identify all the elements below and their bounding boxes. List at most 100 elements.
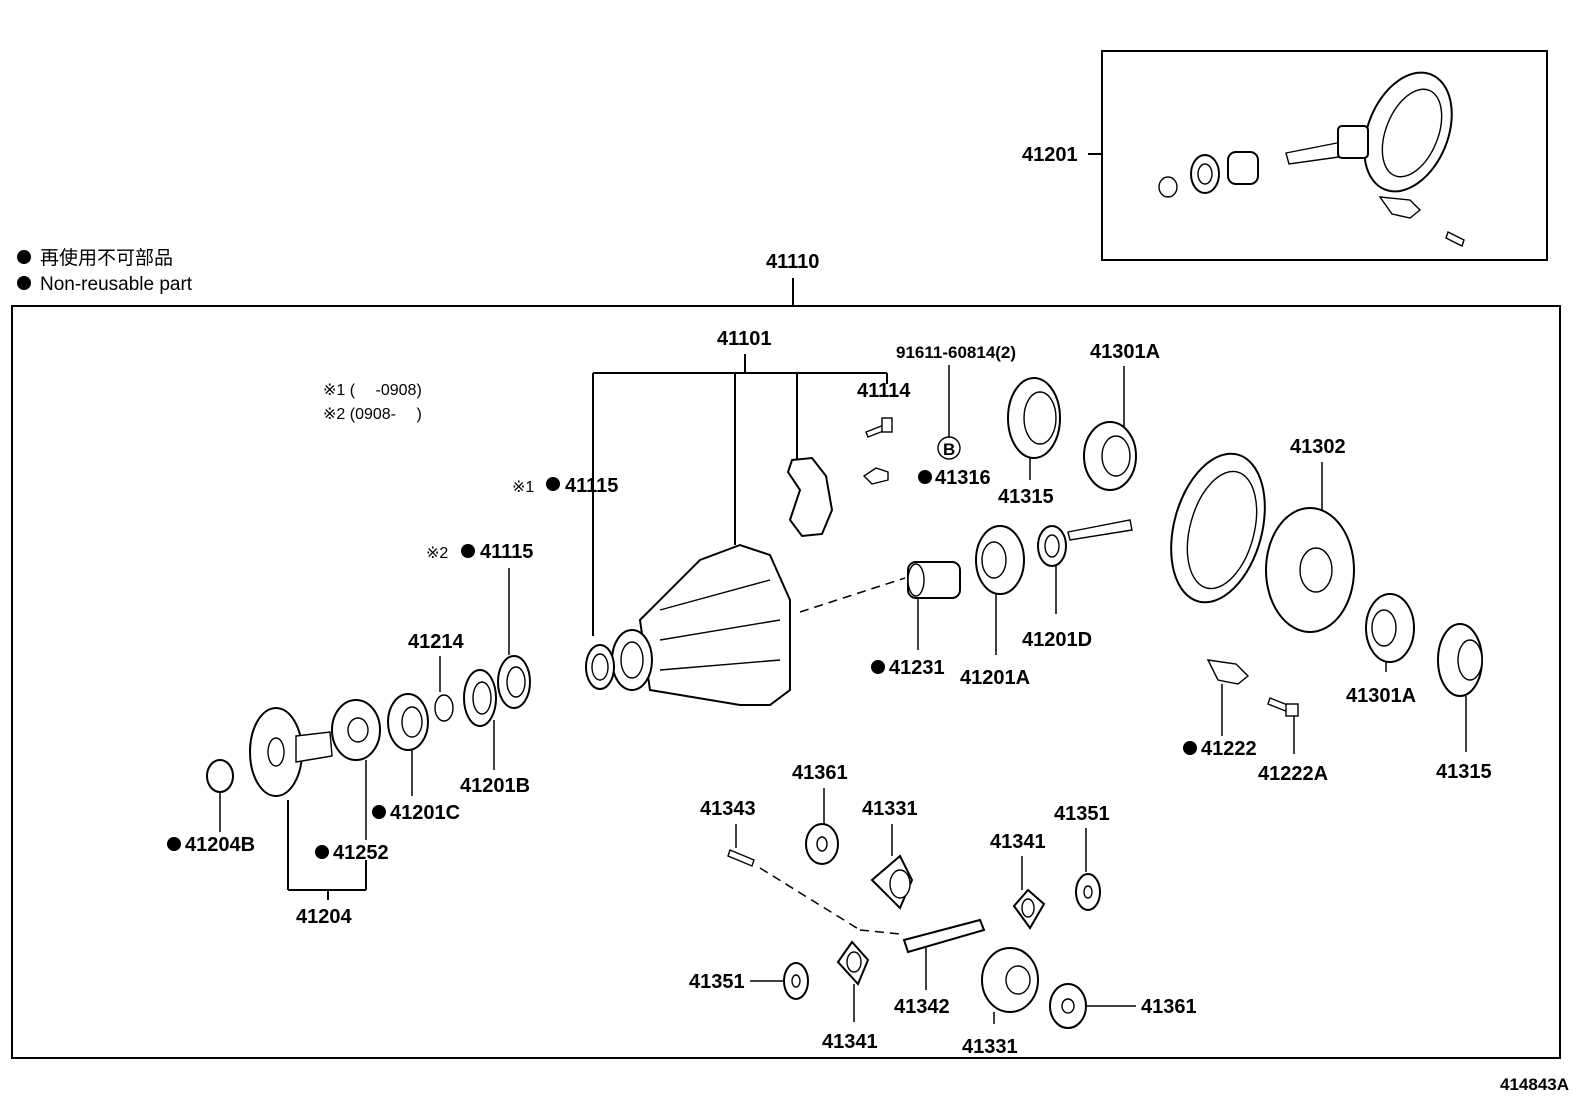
label-41315-bot: 41315 [1436, 761, 1492, 783]
part-41204: 41204 [249, 707, 367, 928]
part-41361-top: 41361 [792, 762, 848, 865]
part-41315-top: 41315 [998, 377, 1061, 508]
inset-frame [1101, 50, 1548, 261]
label-41301A-bot: 41301A [1346, 685, 1416, 707]
part-41201C: 41201C [372, 693, 460, 824]
inset-ring-gear [1363, 71, 1453, 193]
legend-text-jp: 再使用不可部品 [40, 247, 173, 269]
part-41341-bot: 41341 [822, 940, 878, 1053]
dot-41231 [871, 660, 885, 674]
label-41361-top: 41361 [792, 762, 848, 784]
inset-pinion [1285, 125, 1369, 165]
part-41115-a: ※1 41115 [512, 475, 618, 497]
part-41341-top: 41341 [990, 831, 1046, 930]
label-41115-b: 41115 [480, 541, 533, 563]
inset-cap [1378, 196, 1465, 247]
part-41331-top: 41331 [862, 798, 918, 910]
label-41201C: 41201C [390, 802, 460, 824]
bearing-cap [786, 456, 834, 538]
mark-1: ※1 [512, 479, 534, 496]
part-41222: 41222 [1183, 659, 1257, 760]
part-41214: 41214 [408, 631, 464, 722]
label-41341-bot: 41341 [822, 1031, 878, 1053]
part-41204B: 41204B [167, 759, 255, 856]
part-41201B: 41201B [460, 669, 530, 797]
notes: ※1 ( -0908) ※2 (0908- ) [323, 382, 422, 423]
part-41351-bot: 41351 [689, 962, 809, 1000]
part-41231: 41231 [871, 561, 961, 679]
figure-id: 414843A [1500, 1075, 1569, 1094]
label-41316: 41316 [935, 467, 991, 489]
dot-41252 [315, 845, 329, 859]
main-assembly-frame: 41110 [11, 251, 1561, 1059]
label-41214: 41214 [408, 631, 464, 653]
part-41301A-top: 41301A [1083, 341, 1160, 491]
legend-text-en: Non-reusable part [40, 274, 193, 295]
label-41341-top: 41341 [990, 831, 1046, 853]
legend-dot-en [17, 276, 31, 290]
circle-b [937, 436, 961, 460]
label-41201A: 41201A [960, 667, 1030, 689]
carrier-housing [585, 543, 791, 706]
label-41351-bot: 41351 [689, 971, 745, 993]
mark-2: ※2 [426, 545, 448, 562]
label-41201: 41201 [1022, 144, 1078, 166]
part-41342: 41342 [894, 918, 986, 1018]
note-1: ※1 ( -0908) [323, 382, 422, 399]
legend: 再使用不可部品 Non-reusable part [17, 247, 193, 295]
dash-41343 [759, 867, 861, 931]
part-41115-b: ※2 41115 [426, 541, 533, 709]
label-41231: 41231 [889, 657, 945, 679]
part-91611: 91611-60814(2) B [896, 343, 1016, 460]
label-41204: 41204 [296, 906, 352, 928]
dot-41316 [918, 470, 932, 484]
label-41201B: 41201B [460, 775, 530, 797]
label-41315-top: 41315 [998, 486, 1054, 508]
label-41101: 41101 [717, 328, 772, 350]
label-91611: 91611-60814(2) [896, 343, 1016, 362]
label-41302: 41302 [1290, 436, 1346, 458]
part-41301A-bot: 41301A [1346, 593, 1416, 707]
part-41316: 41316 [862, 467, 991, 489]
label-41204B: 41204B [185, 834, 255, 856]
main-frame [11, 305, 1561, 1059]
part-41201A: 41201A [960, 525, 1030, 689]
label-41331-bot: 41331 [962, 1036, 1018, 1058]
inset-41201: 41201 [1022, 50, 1548, 261]
part-41343: 41343 [700, 798, 901, 935]
legend-dot-jp [17, 250, 31, 264]
dot-41115-a [546, 477, 560, 491]
part-41315-bot: 41315 [1436, 623, 1492, 783]
label-41342: 41342 [894, 996, 950, 1018]
label-41252: 41252 [333, 842, 389, 864]
dot-41115-b [461, 544, 475, 558]
dot-41204B [167, 837, 181, 851]
label-41331-top: 41331 [862, 798, 918, 820]
label-41115-a: 41115 [565, 475, 618, 497]
part-41201D: 41201D [1022, 525, 1092, 651]
label-41343: 41343 [700, 798, 756, 820]
dot-41222 [1183, 741, 1197, 755]
part-41222A: 41222A [1258, 697, 1328, 785]
part-41331-bot: 41331 [962, 947, 1039, 1058]
note-2: ※2 (0908- ) [323, 406, 422, 423]
dot-41201C [372, 805, 386, 819]
part-41252: 41252 [315, 699, 389, 864]
part-41302: 41302 [1067, 436, 1355, 633]
label-41222A: 41222A [1258, 763, 1328, 785]
label-41222: 41222 [1201, 738, 1257, 760]
label-41201D: 41201D [1022, 629, 1092, 651]
part-41114: 41114 [857, 380, 911, 438]
inset-bearings [1158, 151, 1259, 198]
label-41301A-top: 41301A [1090, 341, 1160, 363]
part-41351-top: 41351 [1054, 803, 1110, 911]
label-41351-top: 41351 [1054, 803, 1110, 825]
label-41114: 41114 [857, 380, 911, 402]
label-41361-bot: 41361 [1141, 996, 1197, 1018]
part-41361-bot: 41361 [1049, 983, 1197, 1029]
bracket-41101: 41101 [592, 328, 888, 636]
label-41110: 41110 [766, 251, 819, 273]
circle-b-text: B [943, 440, 955, 459]
dash-housing-to-41231 [799, 577, 906, 613]
